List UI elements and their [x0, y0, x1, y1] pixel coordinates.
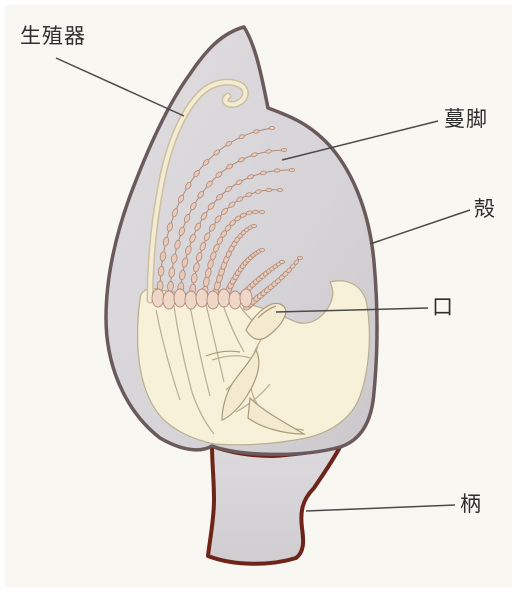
cirrus-base [196, 289, 208, 307]
cirrus-segment [269, 126, 274, 129]
cirrus-segment [266, 188, 272, 192]
cirrus-segment [259, 210, 264, 213]
cirrus-segment [253, 210, 259, 214]
cirrus-segment [277, 188, 282, 191]
cirrus-base [240, 289, 252, 307]
label-genitals: 生殖器 [20, 26, 86, 47]
cirrus-segment [251, 224, 256, 227]
label-cirri: 蔓脚 [444, 109, 488, 130]
leader-line-stalk [306, 505, 455, 511]
leader-line-genitals [56, 58, 184, 116]
cirrus-segment [281, 148, 286, 151]
cirrus-segment [274, 169, 280, 173]
cirrus-segment [279, 260, 284, 263]
cirrus-base [207, 291, 219, 309]
cirrus-segment [266, 149, 272, 153]
cirrus-segment [297, 256, 302, 259]
label-shell: 殻 [474, 199, 496, 220]
leader-line-shell [370, 210, 470, 244]
cirrus-base [152, 289, 164, 307]
cirrus-base [163, 291, 175, 309]
cirrus-base [174, 289, 186, 307]
cirrus-base [218, 289, 230, 307]
label-stalk: 柄 [460, 494, 482, 515]
cirrus-base [229, 291, 241, 309]
cirrus-base [185, 291, 197, 309]
cirrus-segment [289, 168, 294, 171]
cirrus-segment [259, 248, 264, 251]
stalk-shape [208, 446, 340, 564]
label-mouth: 口 [432, 297, 454, 318]
cirrus-segment [167, 281, 174, 291]
